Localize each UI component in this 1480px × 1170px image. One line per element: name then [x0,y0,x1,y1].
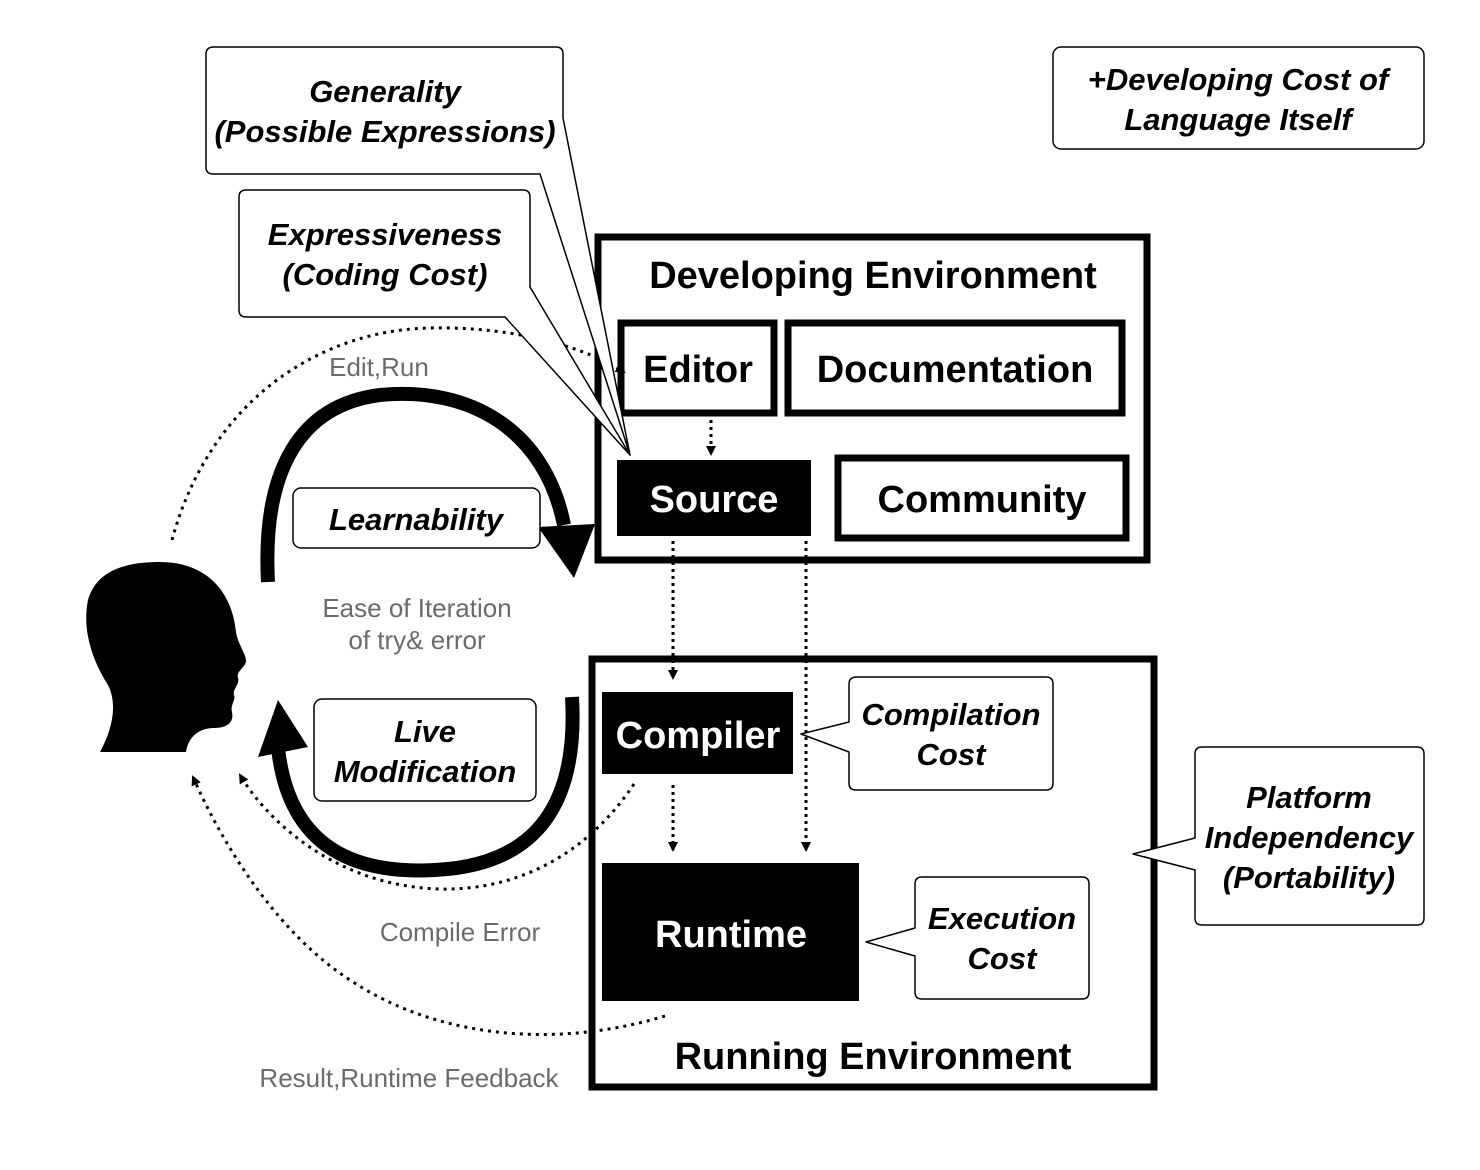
developing-cost-callout: +Developing Cost of Language Itself [1052,46,1425,150]
documentation-box[interactable]: Documentation [784,319,1126,417]
compile-error-arrow [238,773,636,891]
developing-cost-line-2: Language Itself [1124,102,1354,137]
generality-callout: Generality (Possible Expressions) [205,46,631,456]
ease-of-iteration-line-1: Ease of Iteration [322,593,511,623]
edit-run-label: Edit,Run [329,352,429,382]
live-modification-callout: Live Modification [313,698,537,802]
live-modification-line-2: Modification [334,754,517,789]
compilation-cost-line-2: Cost [917,737,988,772]
live-modification-line-1: Live [394,714,456,749]
iteration-back-arrowhead-icon [258,700,308,757]
platform-independency-line-2: Independency [1205,820,1415,855]
editor-box[interactable]: Editor [617,319,778,417]
compilation-cost-line-1: Compilation [861,697,1040,732]
runtime-box[interactable]: Runtime [602,863,859,1001]
result-feedback-label: Result,Runtime Feedback [259,1063,559,1093]
expressiveness-line-2: (Coding Cost) [283,257,488,292]
platform-independency-line-1: Platform [1246,780,1372,815]
ease-of-iteration-line-2: of try& error [348,625,486,655]
result-feedback-arrow [191,775,666,1036]
execution-cost-line-2: Cost [968,941,1039,976]
developing-cost-line-1: +Developing Cost of [1088,62,1391,97]
iteration-forward-arrow [260,386,571,583]
person-head-icon [86,562,247,752]
developing-environment-title: Developing Environment [649,255,1097,297]
platform-independency-callout: Platform Independency (Portability) [1132,746,1425,926]
execution-cost-line-1: Execution [928,901,1076,936]
platform-independency-line-3: (Portability) [1223,860,1395,895]
learnability-label: Learnability [329,502,505,537]
community-box[interactable]: Community [834,454,1130,542]
documentation-label: Documentation [817,349,1094,391]
expressiveness-callout: Expressiveness (Coding Cost) [238,189,631,456]
compiler-label: Compiler [616,715,781,757]
compilation-cost-callout: Compilation Cost [800,676,1054,791]
source-label: Source [650,479,779,521]
compile-error-label: Compile Error [380,917,541,947]
iteration-back-arrow [271,696,580,878]
compiler-box[interactable]: Compiler [602,692,793,774]
running-environment-title: Running Environment [675,1036,1072,1078]
generality-line-2: (Possible Expressions) [214,114,555,149]
runtime-label: Runtime [655,914,807,956]
editor-label: Editor [643,349,753,391]
source-box[interactable]: Source [617,460,811,536]
iteration-forward-arrowhead-icon [538,524,595,578]
generality-line-1: Generality [309,74,462,109]
community-label: Community [878,479,1087,521]
expressiveness-line-1: Expressiveness [268,217,502,252]
learnability-callout: Learnability [292,487,541,549]
execution-cost-callout: Execution Cost [865,876,1090,1000]
developing-environment-box: Developing Environment Editor Documentat… [594,233,1151,564]
